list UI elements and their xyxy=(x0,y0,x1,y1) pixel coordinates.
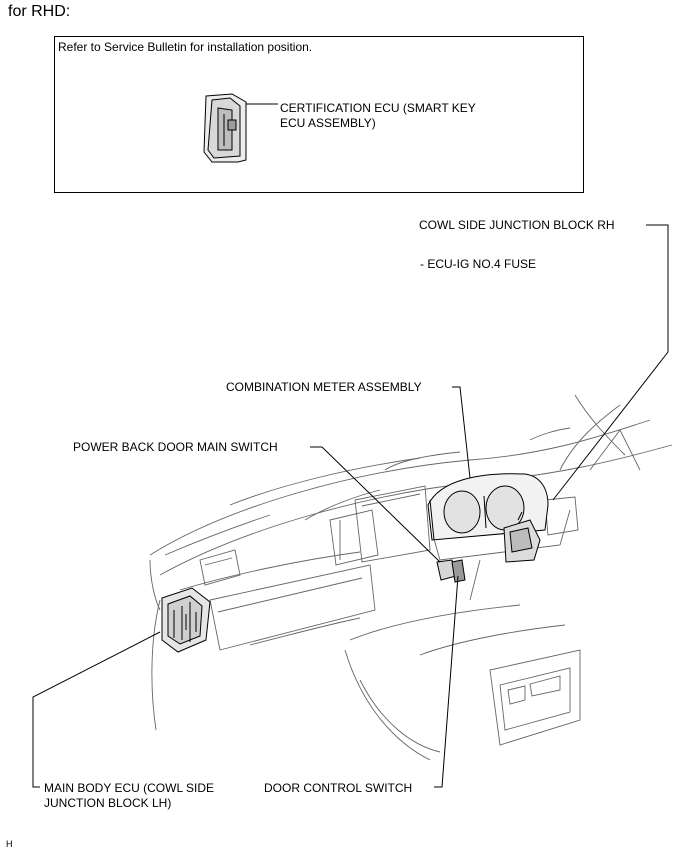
main-body-ecu-icon xyxy=(161,587,211,653)
certification-ecu-icon xyxy=(203,93,278,163)
certification-ecu-label-line1: CERTIFICATION ECU (SMART KEY xyxy=(280,101,476,115)
main-body-ecu-label-line1: MAIN BODY ECU (COWL SIDE xyxy=(44,781,215,795)
dashboard-outline xyxy=(149,394,673,761)
footer-code: H xyxy=(6,839,13,849)
door-control-switch-leader-line xyxy=(434,575,459,788)
power-back-door-leader-line xyxy=(310,446,441,563)
notice-text: Refer to Service Bulletin for installati… xyxy=(58,40,313,54)
cowl-side-jb-rh-leader-line xyxy=(552,224,669,501)
page-heading: for RHD: xyxy=(8,3,71,20)
leader-lines xyxy=(32,224,669,788)
ecu-ig-fuse-label: - ECU-IG NO.4 FUSE xyxy=(420,257,537,271)
cowl-side-junction-block-rh-label: COWL SIDE JUNCTION BLOCK RH xyxy=(419,218,615,232)
power-back-door-switch-label: POWER BACK DOOR MAIN SWITCH xyxy=(73,440,278,454)
main-body-ecu-leader-line xyxy=(32,631,161,788)
cowl-side-junction-block-rh-icon xyxy=(503,511,541,563)
notice-box xyxy=(54,36,584,193)
door-control-switch-icon xyxy=(451,559,466,583)
door-control-switch-label: DOOR CONTROL SWITCH xyxy=(264,781,413,795)
combination-meter-label: COMBINATION METER ASSEMBLY xyxy=(226,380,422,394)
certification-ecu-label-line2: ECU ASSEMBLY) xyxy=(280,116,376,130)
main-body-ecu-label-line2: JUNCTION BLOCK LH) xyxy=(44,796,172,810)
combination-meter-leader-line xyxy=(452,386,471,479)
